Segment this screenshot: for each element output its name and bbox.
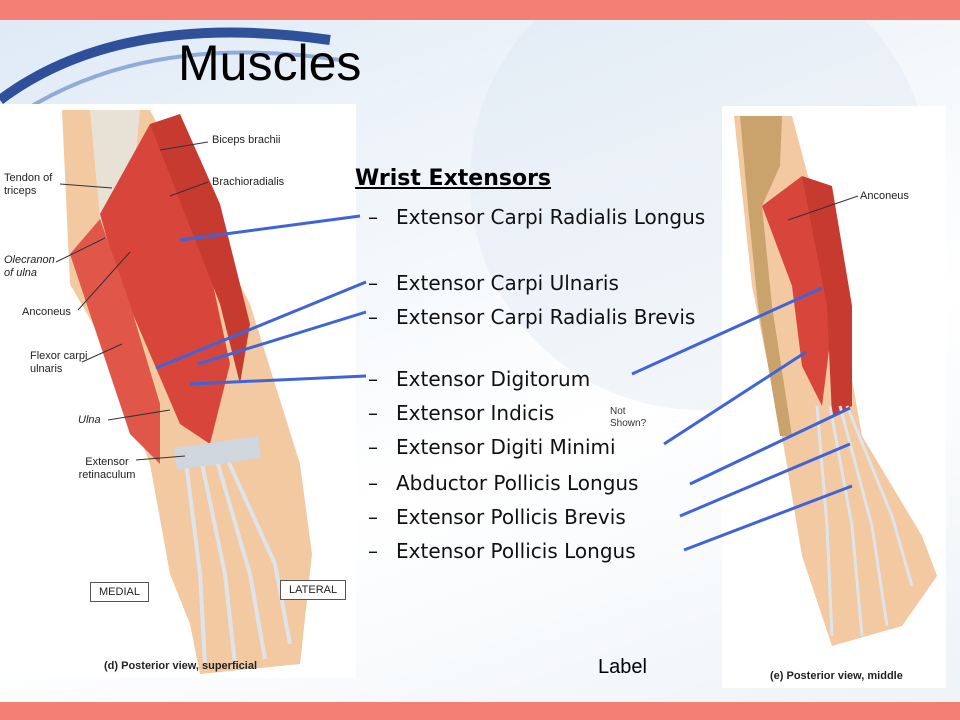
list-item: – Extensor Pollicis Brevis: [368, 504, 708, 530]
left-figure-caption: (d) Posterior view, superficial: [104, 660, 258, 672]
list-dash: –: [368, 205, 378, 229]
muscle-name: Extensor Digitorum: [396, 367, 591, 391]
label-olecranon-of-ulna: Olecranon of ulna: [4, 254, 55, 279]
list-dash: –: [368, 435, 378, 459]
list-item: – Extensor Digiti Minimi: [368, 434, 708, 460]
muscle-name: Extensor Carpi Radialis Longus: [396, 205, 706, 229]
label-extensor-retinaculum: Extensor retinaculum: [78, 456, 136, 481]
medial-label: MEDIAL: [90, 582, 149, 602]
left-illustration-panel: Biceps brachii Brachioradialis Tendon of…: [0, 104, 356, 678]
label-tendon-of-triceps: Tendon of triceps: [4, 172, 53, 197]
right-figure-caption: (e) Posterior view, middle: [770, 670, 903, 682]
list-item: – Extensor Carpi Radialis Brevis: [368, 304, 708, 330]
list-dash: –: [368, 539, 378, 563]
label-flexor-carpi-ulnaris: Flexor carpi ulnaris: [30, 350, 88, 375]
right-illustration-panel: Anconeus (e) Posterior view, middle: [722, 106, 946, 688]
list-item: – Extensor Carpi Ulnaris: [368, 270, 708, 296]
list-dash: –: [368, 271, 378, 295]
section-heading: Wrist Extensors: [355, 166, 552, 191]
list-dash: –: [368, 367, 378, 391]
not-shown-note: Not Shown?: [610, 406, 647, 429]
list-item: – Extensor Digitorum: [368, 366, 708, 392]
list-dash: –: [368, 305, 378, 329]
muscle-name: Extensor Carpi Radialis Brevis: [396, 305, 696, 329]
muscle-name: Extensor Pollicis Longus: [396, 539, 636, 563]
label-anconeus: Anconeus: [22, 306, 71, 318]
slide-title: Muscles: [178, 35, 362, 91]
list-dash: –: [368, 471, 378, 495]
label-text: Label: [598, 656, 647, 678]
list-item: – Extensor Pollicis Longus: [368, 538, 708, 564]
muscle-name: Extensor Pollicis Brevis: [396, 505, 626, 529]
label-ulna: Ulna: [78, 414, 101, 426]
top-accent-bar: [0, 0, 960, 20]
lateral-label: LATERAL: [280, 580, 347, 600]
label-anconeus-right: Anconeus: [860, 190, 909, 202]
list-item: – Extensor Carpi Radialis Longus: [368, 204, 708, 230]
muscle-name: Extensor Carpi Ulnaris: [396, 271, 619, 295]
forearm-posterior-middle-illustration: [734, 116, 937, 646]
muscle-name: Extensor Digiti Minimi: [396, 435, 616, 459]
label-biceps-brachii: Biceps brachii: [212, 134, 281, 146]
label-brachioradialis: Brachioradialis: [212, 176, 285, 188]
list-item: – Abductor Pollicis Longus: [368, 470, 708, 496]
list-dash: –: [368, 505, 378, 529]
list-dash: –: [368, 401, 378, 425]
muscle-name: Extensor Indicis: [396, 401, 555, 425]
bottom-accent-bar: [0, 702, 960, 720]
muscle-name: Abductor Pollicis Longus: [396, 471, 639, 495]
list-item: – Extensor Indicis: [368, 400, 708, 426]
